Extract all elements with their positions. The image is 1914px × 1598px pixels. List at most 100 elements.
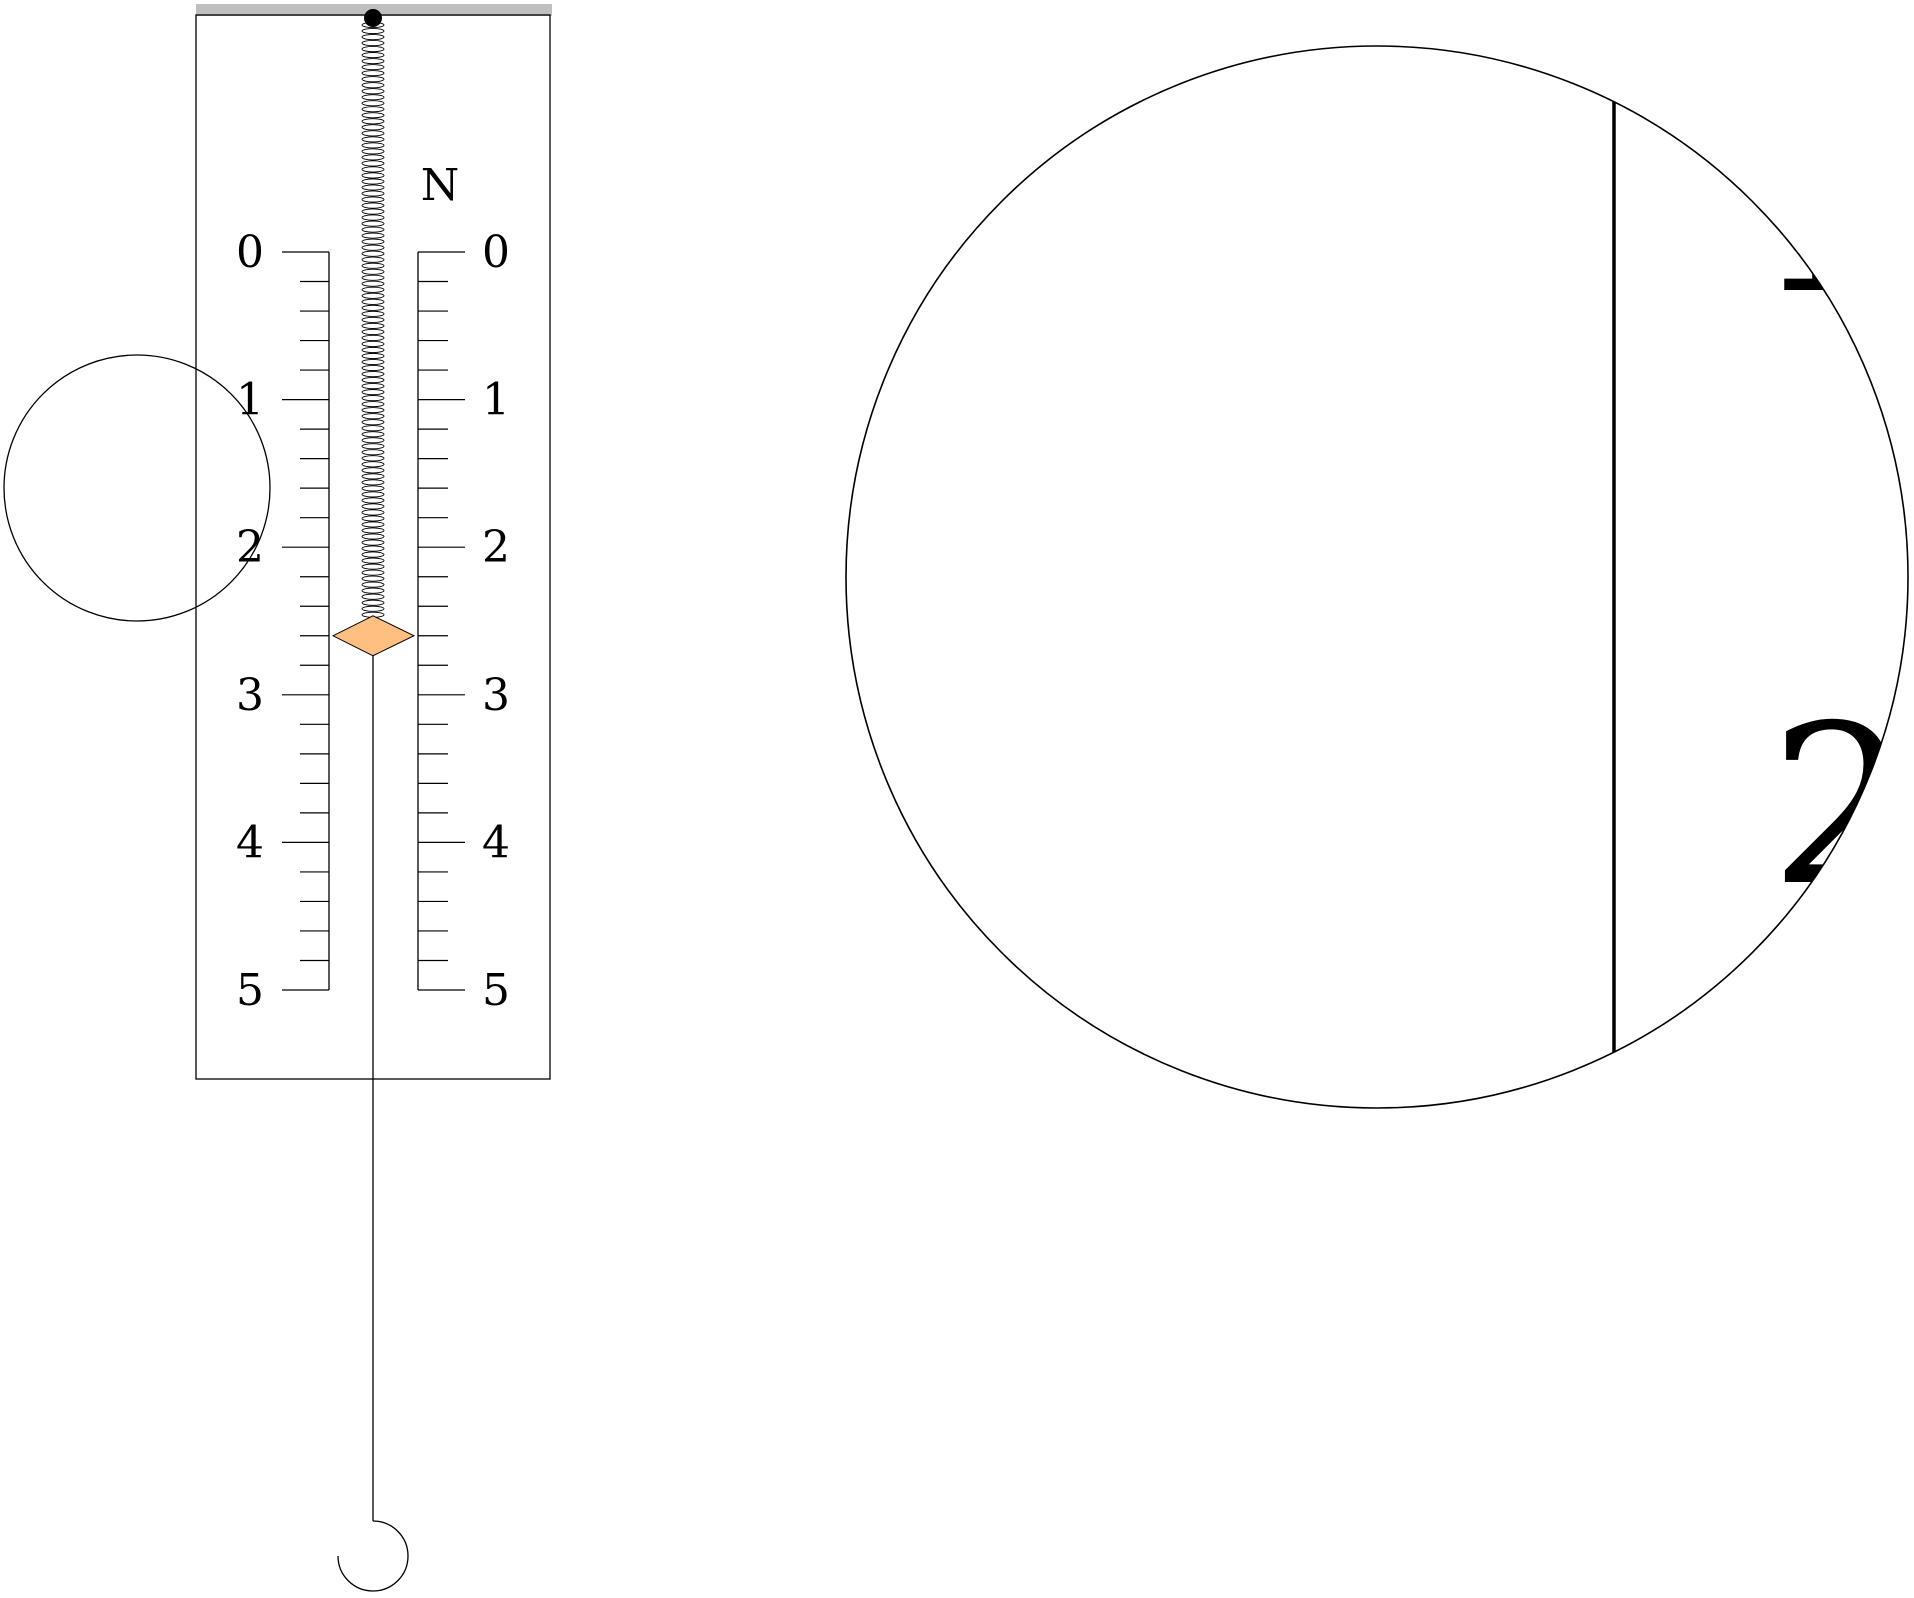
spring-loop (361, 605, 385, 612)
spring-loop (361, 118, 385, 125)
right-label-3: 3 (482, 670, 510, 721)
spring-loop (361, 148, 385, 155)
spring-loop (361, 328, 385, 335)
spring-loop (361, 340, 385, 348)
spring-loop (361, 70, 385, 77)
spring-loop (361, 479, 385, 486)
spring-anchor (364, 9, 382, 27)
spring-loop (361, 166, 385, 173)
spring-loop (361, 316, 385, 323)
spring-loop (361, 370, 385, 378)
spring-coil (361, 21, 385, 618)
spring-loop (361, 491, 385, 498)
spring-loop (361, 533, 385, 540)
magnified-label-1: 1 (1753, 86, 1893, 342)
spring-loop (361, 581, 385, 588)
spring-loop (361, 220, 385, 227)
spring-loop (361, 352, 385, 360)
left-label-3: 3 (236, 670, 264, 721)
spring-loop (361, 395, 385, 402)
spring-loop (361, 124, 385, 131)
spring-loop (361, 304, 385, 311)
spring-loop (361, 431, 385, 438)
left-label-5: 5 (236, 965, 264, 1016)
spring-loop (361, 334, 385, 341)
left-scale-labels: 0 1 2 3 4 5 (236, 227, 264, 1016)
spring-loop (361, 497, 385, 504)
spring-loop (361, 232, 385, 239)
spring-loop (361, 413, 385, 420)
left-label-4: 4 (236, 817, 264, 868)
spring-loop (361, 383, 385, 390)
spring-loop (361, 172, 385, 179)
spring-loop (361, 551, 385, 558)
spring-loop (361, 509, 385, 516)
spring-loop (361, 280, 385, 287)
spring-loop (361, 377, 385, 384)
spring-loop (361, 455, 385, 462)
spring-loop (361, 286, 385, 293)
spring-loop (361, 178, 385, 185)
spring-loop (361, 364, 385, 372)
spring-loop (361, 298, 385, 305)
spring-loop (361, 256, 385, 263)
spring-loop (361, 190, 385, 197)
spring-loop (361, 575, 385, 582)
left-label-2: 2 (236, 522, 264, 573)
spring-loop (361, 485, 385, 492)
spring-loop (361, 250, 385, 257)
spring-loop (361, 27, 385, 35)
spring-loop (361, 322, 385, 329)
spring-loop (361, 599, 385, 606)
spring-loop (361, 196, 385, 203)
spring-loop (361, 82, 385, 89)
spring-loop (361, 262, 385, 269)
spring-loop (361, 58, 385, 65)
spring-loop (361, 238, 385, 245)
spring-loop (361, 40, 385, 47)
spring-loop (361, 100, 385, 107)
focus-circle (3, 354, 271, 622)
spring-loop (361, 569, 385, 576)
spring-loop (361, 593, 385, 600)
spring-loop (361, 94, 385, 101)
right-label-5: 5 (482, 965, 510, 1016)
spring-loop (361, 88, 385, 95)
spring-loop (361, 142, 385, 149)
hook (337, 1520, 409, 1592)
spring-loop (361, 461, 385, 468)
spring-loop (361, 292, 385, 299)
spring-loop (361, 515, 385, 522)
right-label-0: 0 (482, 227, 510, 278)
spring-loop (361, 539, 385, 546)
spring-loop (361, 389, 385, 396)
spring-loop (361, 76, 385, 83)
spring-loop (361, 437, 385, 444)
magnified-view: 1 2 (1612, 46, 1908, 1108)
left-label-0: 0 (236, 227, 264, 278)
spring-loop (361, 310, 385, 317)
magnifier-circle (845, 45, 1909, 1109)
spring-loop (361, 130, 385, 137)
spring-loop (361, 64, 385, 71)
spring-loop (361, 443, 385, 450)
spring-loop (361, 401, 385, 408)
spring-loop (361, 449, 385, 456)
spring-loop (361, 214, 385, 221)
spring-loop (361, 346, 385, 354)
spring-loop (361, 160, 385, 167)
spring-loop (361, 268, 385, 275)
spring-loop (361, 226, 385, 233)
pointer-indicator (331, 615, 416, 657)
spring-loop (361, 202, 385, 209)
spring-loop (361, 33, 385, 41)
spring-loop (361, 587, 385, 594)
spring-loop (361, 563, 385, 570)
spring-loop (361, 46, 385, 53)
spring-loop (361, 521, 385, 528)
right-label-4: 4 (482, 817, 510, 868)
spring-loop (361, 208, 385, 215)
spring-loop (361, 527, 385, 534)
spring-loop (361, 557, 385, 564)
